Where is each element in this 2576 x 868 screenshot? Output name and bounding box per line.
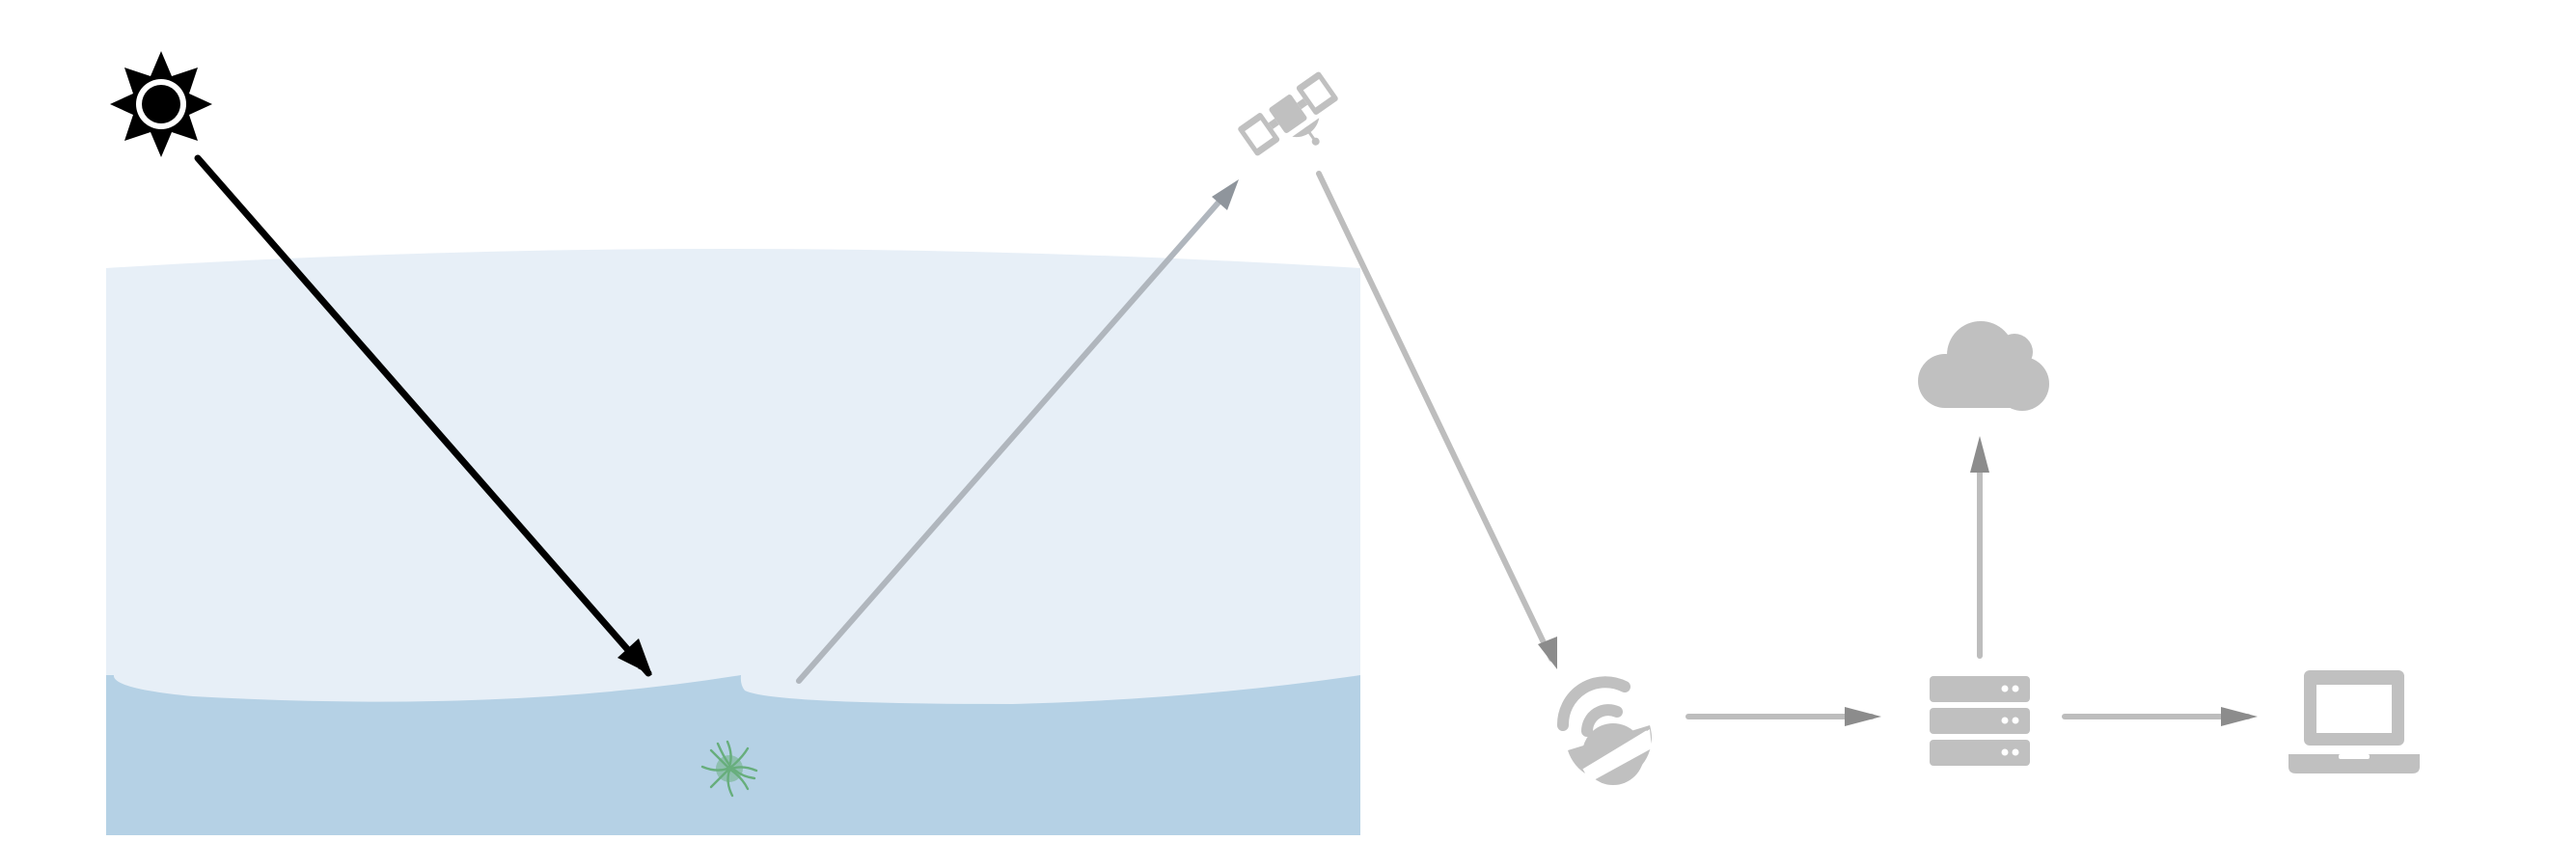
dish-to-server-arrowhead — [1845, 707, 1881, 726]
laptop-icon — [2288, 670, 2420, 773]
server-to-laptop-arrowhead — [2221, 707, 2258, 726]
satellite-dish-icon — [1556, 676, 1652, 785]
water-body — [106, 675, 1360, 835]
sun-icon — [110, 51, 212, 157]
algae-bloom-icon — [700, 740, 758, 798]
sunlight-arrow — [194, 154, 652, 677]
downlink-arrowhead — [1538, 637, 1557, 669]
reflection-arrowhead — [1212, 179, 1239, 210]
server-to-cloud-arrowhead — [1970, 436, 1989, 473]
cloud-icon — [1918, 321, 2049, 411]
satellite-icon — [1238, 71, 1338, 156]
reflection-arrow — [796, 185, 1234, 684]
server-icon — [1930, 676, 2030, 766]
downlink-arrow — [1316, 171, 1554, 662]
sunlight-arrowhead — [617, 638, 652, 675]
